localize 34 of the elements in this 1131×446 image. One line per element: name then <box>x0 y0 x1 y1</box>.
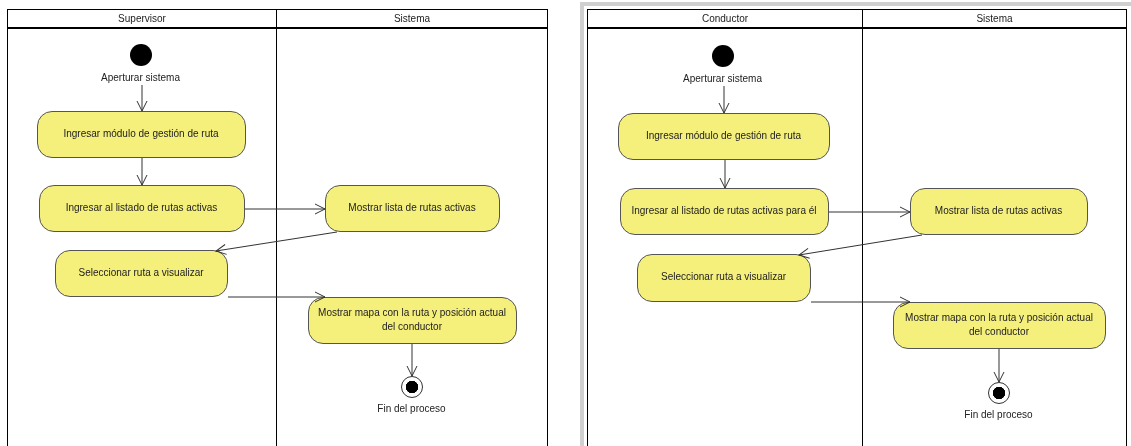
node-caption: Aperturar sistema <box>682 72 763 84</box>
action-node: Seleccionar ruta a visualizar <box>636 253 811 302</box>
lane-header: Sistema <box>277 10 547 29</box>
control-flow-arrow <box>244 203 326 215</box>
lane-header: Sistema <box>863 10 1126 29</box>
control-flow-arrow <box>136 84 148 112</box>
control-flow-arrow <box>828 206 911 218</box>
control-flow-arrow <box>719 159 731 189</box>
swimlane <box>862 9 1127 446</box>
control-flow-arrow <box>215 231 338 255</box>
swimlane <box>587 9 863 446</box>
action-node: Ingresar al listado de rutas activas para él <box>619 187 829 235</box>
action-node: Mostrar mapa con la ruta y posición actual del conductor <box>307 296 517 344</box>
action-node: Ingresar módulo de gestión de ruta <box>36 110 246 158</box>
control-flow-arrow <box>227 291 326 303</box>
action-node: Ingresar módulo de gestión de ruta <box>617 112 830 160</box>
lane-header: Conductor <box>588 10 862 29</box>
node-caption: Fin del proceso <box>963 408 1034 420</box>
action-node: Mostrar lista de rutas activas <box>324 184 500 232</box>
control-flow-arrow <box>993 348 1005 383</box>
control-flow-arrow <box>798 234 923 259</box>
swimlane <box>7 9 277 446</box>
control-flow-arrow <box>136 157 148 186</box>
swimlane <box>276 9 548 446</box>
node-caption: Aperturar sistema <box>100 71 181 83</box>
control-flow-arrow <box>406 343 418 377</box>
action-node: Seleccionar ruta a visualizar <box>54 249 228 297</box>
control-flow-arrow <box>810 296 911 308</box>
action-node: Mostrar lista de rutas activas <box>909 187 1088 235</box>
control-flow-arrow <box>718 85 730 114</box>
action-node: Ingresar al listado de rutas activas <box>38 184 245 232</box>
action-node: Mostrar mapa con la ruta y posición actual del conductor <box>892 301 1106 349</box>
lane-header: Supervisor <box>8 10 276 29</box>
node-caption: Fin del proceso <box>376 402 447 414</box>
